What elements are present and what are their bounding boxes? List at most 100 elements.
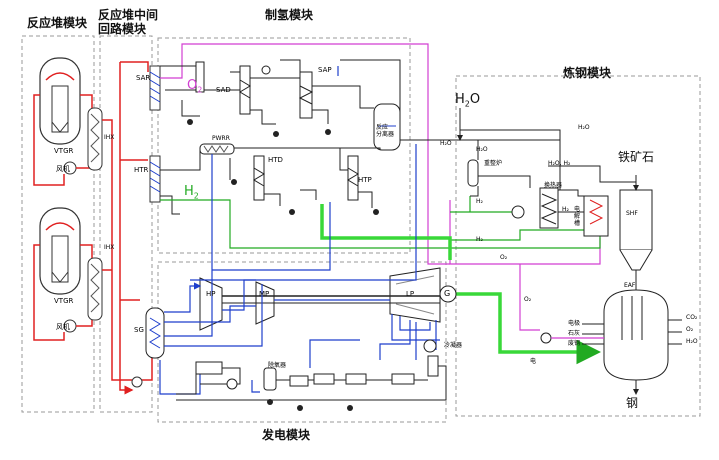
vtgr-unit-bottom [39, 207, 81, 333]
h2-stream-label: H2 [184, 184, 199, 201]
drain-3 [347, 405, 353, 411]
htp-drain [373, 209, 379, 215]
lime-input-label: 石灰 [568, 330, 581, 337]
eaf-vessel [603, 289, 669, 381]
heater-5 [391, 373, 415, 385]
lp-turbine [389, 267, 441, 323]
co2-output-label: CO₂ [686, 314, 698, 321]
hydrogen-piping [160, 129, 561, 215]
hp-label: HP [206, 290, 216, 298]
eaf-label: EAF [624, 282, 636, 289]
hydrogen-stream [160, 196, 601, 249]
vtgr-top-label: VTGR [54, 147, 74, 155]
pwrr-drain [231, 179, 237, 185]
heater-3 [313, 373, 335, 385]
h2o-input-label: H2O [455, 92, 481, 109]
steel-module-box [455, 75, 701, 417]
reactor-module-box [21, 35, 95, 413]
loop-module-box [99, 35, 153, 413]
heater-2 [289, 375, 309, 387]
drain-1 [267, 399, 273, 405]
feedwater-lines [176, 365, 447, 401]
h2-label-2: H₂ [562, 206, 569, 213]
heater-1 [195, 361, 223, 375]
condenser-label: 冷凝器 [444, 342, 463, 349]
o2-label-1: O₂ [500, 254, 508, 261]
sap-drain [325, 129, 331, 135]
htd-unit [253, 155, 359, 201]
electrolyzer-label: 电 解 槽 [574, 206, 581, 227]
ihx-bottom-label: IHX [104, 244, 115, 251]
sad-drain [187, 119, 193, 125]
ihx-top-label: IHX [104, 134, 115, 141]
intermediate-loop [102, 61, 153, 395]
hp-turbine [199, 277, 223, 331]
pump-1 [226, 378, 238, 390]
heat-exchanger-label: 换热器 [544, 182, 563, 189]
fan-top-label: 风机 [56, 165, 70, 173]
steam-lines [159, 66, 440, 395]
h2o-h2-label: H₂O, H₂ [548, 160, 571, 167]
steel-heat-exchanger [539, 187, 559, 229]
fan-bottom-label: 风机 [56, 323, 70, 331]
steam-generator [145, 307, 165, 359]
iron-ore-label: 铁矿石 [618, 150, 655, 164]
generator-label: G [444, 289, 451, 298]
sad-sap-area [160, 59, 401, 140]
generator-circle [439, 285, 457, 303]
reactor-separator-label: 反应 分离器 [376, 124, 395, 138]
electricity-label: 电 [530, 358, 537, 365]
electrode-input-label: 电极 [568, 320, 581, 327]
htd-label: HTD [268, 156, 283, 164]
sad-label: SAD [216, 86, 231, 94]
pwrr-label: PWRR [212, 135, 230, 142]
hydrogen-module-title: 制氢模块 [265, 8, 314, 22]
o2-output-label: O₂ [686, 326, 694, 333]
loop-module-title: 反应堆中间 回路模块 [98, 8, 159, 36]
ihx-bottom [87, 257, 103, 321]
hydrogen-module-box [157, 37, 411, 254]
heater-4 [345, 373, 367, 385]
vtgr-unit-top [39, 57, 81, 175]
condenser [427, 355, 439, 377]
scrap-input-label: 废钢 [568, 340, 581, 347]
sap-label: SAP [318, 66, 332, 74]
htp-label: HTP [358, 176, 372, 184]
h2o-top-label: H₂O [578, 124, 590, 131]
h2o-reformer-label: H₂O [476, 146, 488, 153]
reformer-label: 重整炉 [484, 160, 503, 167]
h2o-output-label: H₂O [686, 338, 698, 345]
steel-output-label: 钢 [626, 396, 639, 410]
htd-drain [289, 209, 295, 215]
reactor-separator [373, 103, 401, 151]
electricity-line [320, 204, 601, 365]
o2-stream-label: O2 [187, 78, 203, 95]
condenser-pump [423, 339, 437, 353]
htr-label: HTR [134, 166, 149, 174]
electrolyzer-unit [583, 195, 609, 237]
ihx-top [87, 107, 103, 171]
deaerator-label: 除氧器 [268, 362, 287, 369]
sar-label: SAR [136, 74, 151, 82]
shaft-furnace-label: SHF [626, 210, 638, 217]
pwrr-unit [199, 143, 235, 155]
sar-reactor [149, 65, 161, 111]
deaerator-tank [263, 367, 277, 391]
steam-separator [467, 159, 479, 187]
h2-label-1: H₂ [476, 198, 483, 205]
mp-label: MP [259, 290, 270, 298]
reactor-module-title: 反应堆模块 [27, 16, 88, 30]
h2-compressor [511, 205, 525, 219]
lp-label: LP [406, 290, 415, 298]
h2-label-3: H₂ [476, 236, 483, 243]
sg-label: SG [134, 326, 144, 334]
shaft-furnace [619, 189, 653, 271]
htr-reactor [149, 155, 161, 203]
oxygen-line [160, 43, 601, 331]
o2-label-2: O₂ [524, 296, 532, 303]
power-equipment [195, 339, 439, 391]
power-module-title: 发电模块 [262, 428, 311, 442]
vtgr-bottom-label: VTGR [54, 297, 74, 305]
